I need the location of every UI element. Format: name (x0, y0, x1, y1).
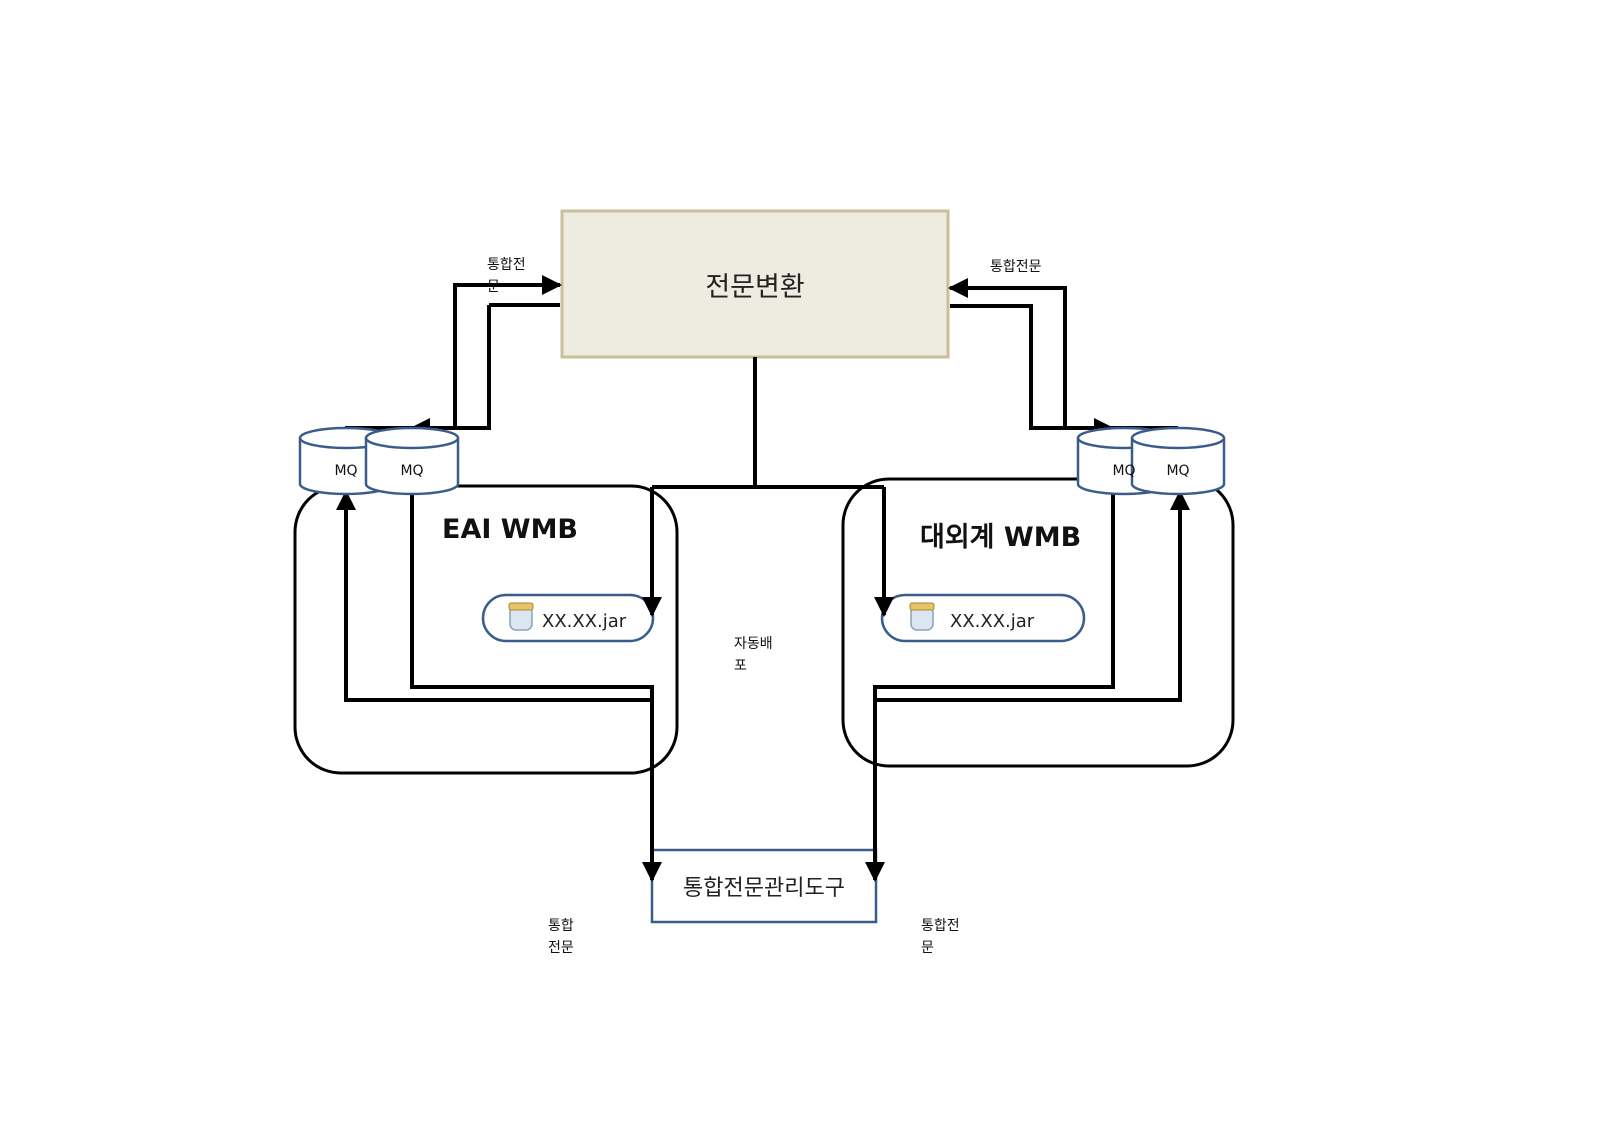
external-jar-icon (909, 602, 935, 631)
edge-label-top-left: 통합전 문 (487, 257, 526, 295)
left-upper-arrow (453, 275, 562, 428)
eai-jar-label: XX.XX.jar (542, 611, 627, 632)
eai-jar-icon (508, 602, 534, 631)
transform-box (560, 209, 950, 359)
external-jar-label: XX.XX.jar (950, 611, 1035, 632)
left-lower-line (410, 305, 491, 438)
external-mq-label-2: MQ (1166, 463, 1190, 479)
tool-box (650, 848, 878, 924)
external-container (841, 477, 1235, 768)
external-loop-outer (875, 490, 1190, 702)
right-upper-arrow (948, 278, 1067, 428)
external-mq-label-1: MQ (1112, 463, 1136, 479)
eai-loop-outer (336, 490, 653, 702)
eai-mq-cylinder-2 (364, 426, 460, 496)
external-title: 대외계 WMB (920, 522, 1082, 553)
transform-box-label: 전문변환 (705, 271, 805, 303)
eai-mq-label-1: MQ (334, 463, 358, 479)
eai-loop-inner (410, 490, 662, 882)
edge-label-top-right: 통합전문 (990, 259, 1042, 275)
edge-label-center: 자동배 포 (734, 636, 773, 674)
right-lower-line (950, 304, 1114, 438)
external-mq-cylinder-2 (1130, 426, 1226, 496)
tool-box-label: 통합전문관리도구 (683, 876, 845, 901)
eai-mq-label-2: MQ (400, 463, 424, 479)
edge-label-bottom-right: 통합전 문 (921, 918, 960, 956)
eai-title: EAI WMB (442, 514, 579, 545)
external-loop-inner (865, 490, 1115, 882)
eai-container (293, 484, 679, 775)
edge-label-bottom-left: 통합 전문 (548, 918, 574, 956)
